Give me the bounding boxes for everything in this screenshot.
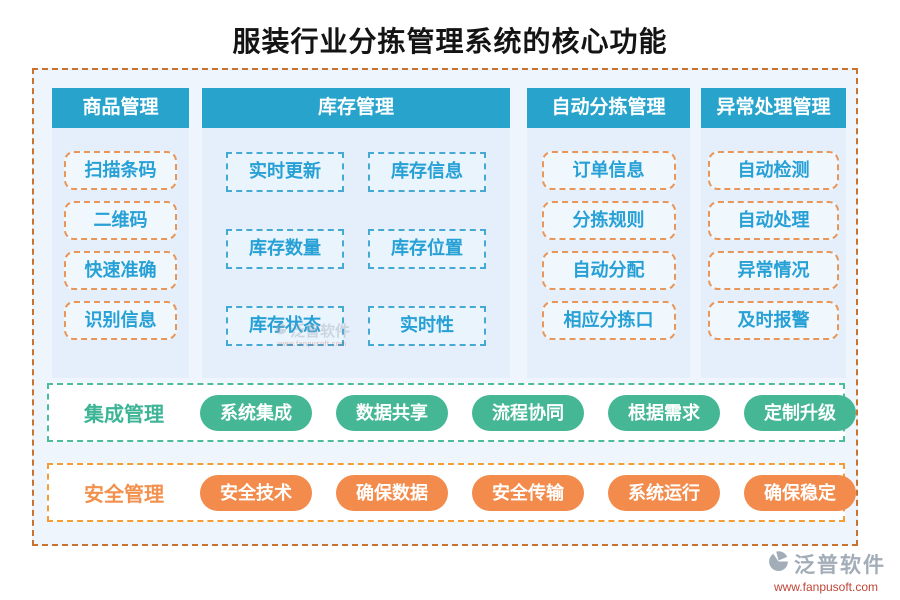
- feature-item: 自动分配: [541, 251, 676, 290]
- feature-item: 库存信息: [368, 152, 486, 192]
- panel-inventory-header: 库存管理: [202, 88, 510, 128]
- feature-item: 实时更新: [226, 152, 344, 192]
- panel-auto-sorting-header: 自动分拣管理: [527, 88, 690, 128]
- feature-item: 自动处理: [708, 201, 839, 240]
- panel-product-header: 商品管理: [52, 88, 189, 128]
- integration-management-row: 集成管理 系统集成 数据共享 流程协同 根据需求 定制升级: [47, 383, 856, 442]
- page-title: 服装行业分拣管理系统的核心功能: [232, 26, 668, 57]
- feature-item: 订单信息: [541, 151, 676, 190]
- feature-item: 异常情况: [708, 251, 839, 290]
- feature-item: 快速准确: [64, 251, 177, 290]
- security-pill: 安全传输: [472, 474, 584, 511]
- integration-row-label: 集成管理: [84, 404, 164, 426]
- feature-item: 实时性: [368, 306, 486, 346]
- fanpu-brand: 泛普软件 www.fanpusoft.com: [760, 549, 892, 594]
- panel-inventory-items: 实时更新 库存信息 库存数量 库存位置 库存状态 实时性: [202, 128, 510, 346]
- panel-exception-management: 异常处理管理 自动检测 自动处理 异常情况 及时报警: [701, 88, 846, 378]
- feature-item: 相应分拣口: [541, 301, 676, 340]
- feature-item: 库存数量: [226, 229, 344, 269]
- feature-item: 及时报警: [708, 301, 839, 340]
- feature-item: 库存位置: [368, 229, 486, 269]
- panel-auto-sorting-items: 订单信息 分拣规则 自动分配 相应分拣口: [527, 128, 690, 340]
- integration-pill: 系统集成: [200, 394, 312, 431]
- feature-item: 扫描条码: [64, 151, 177, 190]
- feature-item: 二维码: [64, 201, 177, 240]
- security-pill: 确保数据: [336, 474, 448, 511]
- panel-exception-header: 异常处理管理: [701, 88, 846, 128]
- fanpu-logo-icon: [766, 549, 791, 579]
- feature-item: 分拣规则: [541, 201, 676, 240]
- integration-pill: 根据需求: [608, 394, 720, 431]
- integration-pill: 数据共享: [336, 394, 448, 431]
- integration-pill: 流程协同: [472, 394, 584, 431]
- feature-item: 库存状态: [226, 306, 344, 346]
- security-pill: 系统运行: [608, 474, 720, 511]
- security-management-row: 安全管理 安全技术 确保数据 安全传输 系统运行 确保稳定: [47, 463, 856, 522]
- main-board: 商品管理 扫描条码 二维码 快速准确 识别信息 库存管理 实时更新 库存信息 库…: [32, 68, 858, 546]
- integration-pill: 定制升级: [744, 394, 856, 431]
- feature-item: 自动检测: [708, 151, 839, 190]
- panel-auto-sorting-management: 自动分拣管理 订单信息 分拣规则 自动分配 相应分拣口: [527, 88, 690, 378]
- security-pill: 安全技术: [200, 474, 312, 511]
- brand-name: 泛普软件: [794, 554, 886, 577]
- security-pill: 确保稳定: [744, 474, 856, 511]
- panel-product-management: 商品管理 扫描条码 二维码 快速准确 识别信息: [52, 88, 189, 378]
- panel-exception-items: 自动检测 自动处理 异常情况 及时报警: [701, 128, 846, 340]
- brand-url: www.fanpusoft.com: [773, 580, 879, 594]
- security-row-label: 安全管理: [84, 484, 164, 506]
- feature-item: 识别信息: [64, 301, 177, 340]
- panel-inventory-management: 库存管理 实时更新 库存信息 库存数量 库存位置 库存状态 实时性: [202, 88, 510, 378]
- panel-product-items: 扫描条码 二维码 快速准确 识别信息: [52, 128, 189, 340]
